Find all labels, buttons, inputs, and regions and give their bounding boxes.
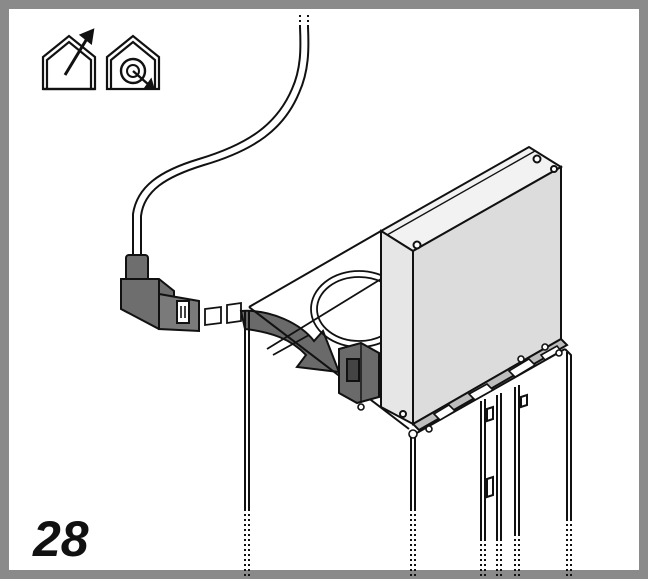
electronics-box xyxy=(379,145,569,432)
house-recirculation-icon xyxy=(105,34,161,91)
power-socket xyxy=(338,341,380,405)
plug-travel-marks xyxy=(204,301,242,327)
insert-direction-arrow xyxy=(239,309,341,374)
assembly-illustration xyxy=(41,15,572,579)
house-ducted-exhaust-icon xyxy=(41,28,97,91)
chimney-body xyxy=(244,230,572,579)
power-cable xyxy=(132,15,310,255)
step-number: 28 xyxy=(33,511,89,567)
mounting-bracket-details xyxy=(357,343,563,439)
power-plug xyxy=(120,254,200,333)
